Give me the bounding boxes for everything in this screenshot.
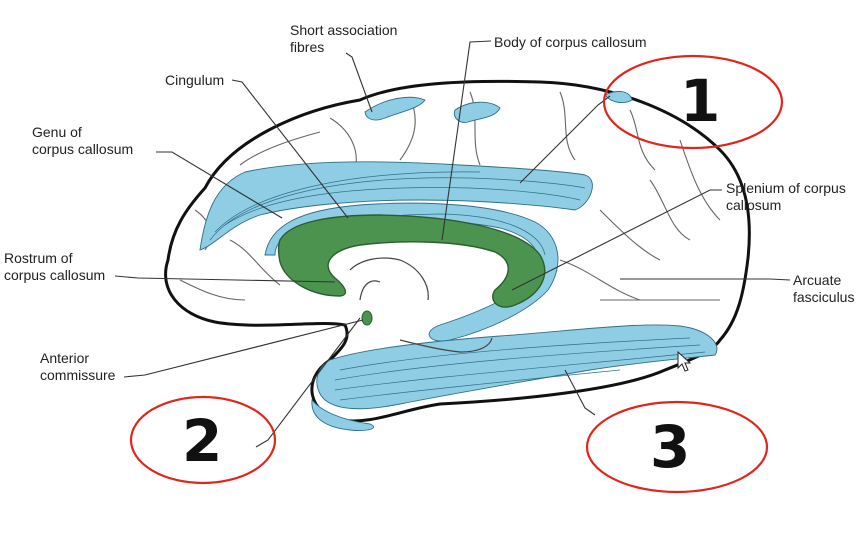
label-line: Rostrum of <box>4 250 105 267</box>
label-line: corpus callosum <box>32 141 133 158</box>
label-line: fibres <box>290 39 397 56</box>
label-genu-corpus-callosum: Genu of corpus callosum <box>32 124 133 158</box>
label-line: Short association <box>290 22 397 39</box>
answer-number-3: 3 <box>650 418 690 476</box>
label-line: commissure <box>40 367 115 384</box>
label-rostrum-corpus-callosum: Rostrum of corpus callosum <box>4 250 105 284</box>
label-line: callosum <box>726 197 846 214</box>
label-line: corpus callosum <box>4 267 105 284</box>
label-line: Splenium of corpus <box>726 180 846 197</box>
label-cingulum: Cingulum <box>165 72 224 89</box>
label-splenium-corpus-callosum: Splenium of corpus callosum <box>726 180 846 214</box>
label-line: Arcuate <box>793 272 854 289</box>
label-line: Genu of <box>32 124 133 141</box>
answer-number-1: 1 <box>680 72 720 130</box>
label-body-corpus-callosum: Body of corpus callosum <box>494 34 647 51</box>
label-line: fasciculus <box>793 289 854 306</box>
label-short-association-fibres: Short association fibres <box>290 22 397 56</box>
answer-number-2: 2 <box>182 412 222 470</box>
label-line: Anterior <box>40 350 115 367</box>
anterior-commissure-shape <box>362 311 372 325</box>
label-anterior-commissure: Anterior commissure <box>40 350 115 384</box>
label-arcuate-fasciculus: Arcuate fasciculus <box>793 272 854 306</box>
